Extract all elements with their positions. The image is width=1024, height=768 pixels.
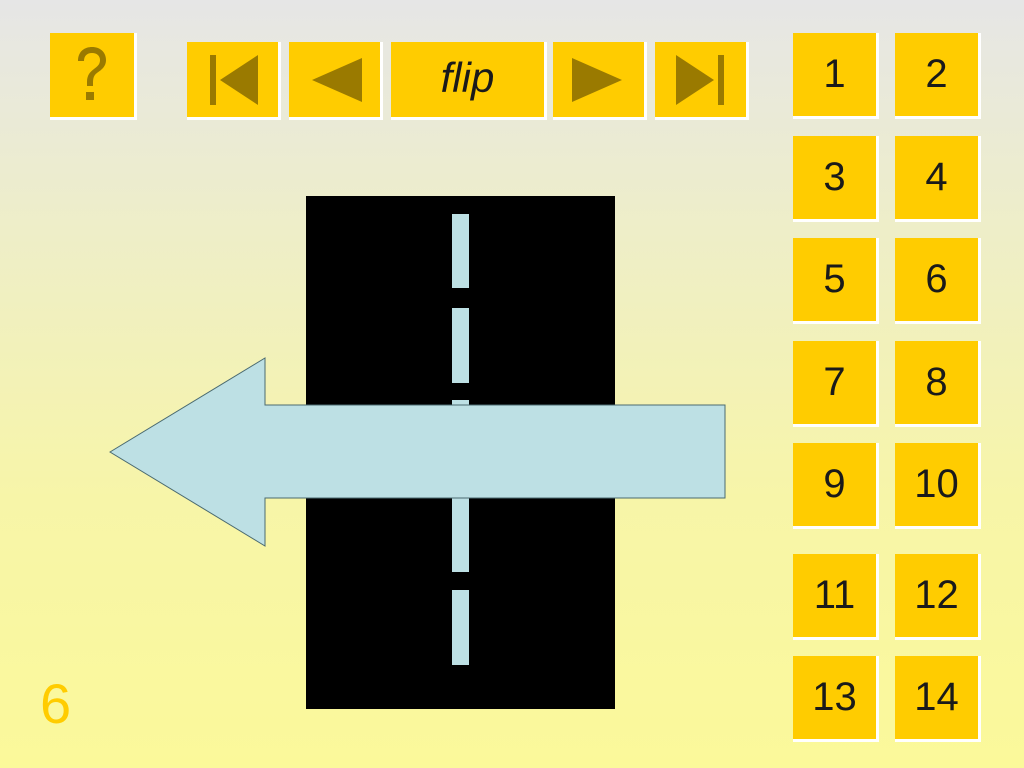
page-label: 13 xyxy=(812,675,857,719)
next-triangle-icon xyxy=(571,57,622,102)
left-arrow-icon xyxy=(109,357,726,547)
skip-to-first-icon xyxy=(209,54,258,105)
page-button-5[interactable]: 5 xyxy=(793,238,879,324)
previous-slide-button[interactable] xyxy=(289,42,383,120)
page-label: 3 xyxy=(823,155,846,199)
page-button-4[interactable]: 4 xyxy=(895,136,981,222)
page-label: 1 xyxy=(823,52,846,96)
page-button-3[interactable]: 3 xyxy=(793,136,879,222)
page-label: 12 xyxy=(914,573,959,617)
slide-number: 6 xyxy=(40,672,72,735)
page-button-13[interactable]: 13 xyxy=(793,656,879,742)
page-label: 14 xyxy=(914,675,959,719)
page-button-8[interactable]: 8 xyxy=(895,341,981,427)
page-label: 5 xyxy=(823,257,846,301)
page-label: 10 xyxy=(914,462,959,506)
next-slide-button[interactable] xyxy=(553,42,647,120)
skip-to-last-icon xyxy=(675,54,724,105)
page-button-7[interactable]: 7 xyxy=(793,341,879,427)
page-button-10[interactable]: 10 xyxy=(895,443,981,529)
previous-triangle-icon xyxy=(311,57,362,102)
page-label: 6 xyxy=(925,257,948,301)
page-button-6[interactable]: 6 xyxy=(895,238,981,324)
page-label: 2 xyxy=(925,52,948,96)
page-button-11[interactable]: 11 xyxy=(793,554,879,640)
last-slide-button[interactable] xyxy=(655,42,749,120)
first-slide-button[interactable] xyxy=(187,42,281,120)
page-label: 4 xyxy=(925,155,948,199)
page-button-1[interactable]: 1 xyxy=(793,33,879,119)
page-label: 9 xyxy=(823,462,846,506)
question-mark-icon xyxy=(78,47,106,100)
page-button-12[interactable]: 12 xyxy=(895,554,981,640)
page-label: 11 xyxy=(813,573,856,617)
flip-button[interactable]: flip xyxy=(391,42,547,120)
flip-label: flip xyxy=(440,53,495,101)
page-button-14[interactable]: 14 xyxy=(895,656,981,742)
page-button-2[interactable]: 2 xyxy=(895,33,981,119)
help-button[interactable] xyxy=(50,33,137,120)
page-label: 7 xyxy=(823,360,846,404)
page-button-9[interactable]: 9 xyxy=(793,443,879,529)
road-icon xyxy=(306,196,615,709)
page-label: 8 xyxy=(925,360,948,404)
